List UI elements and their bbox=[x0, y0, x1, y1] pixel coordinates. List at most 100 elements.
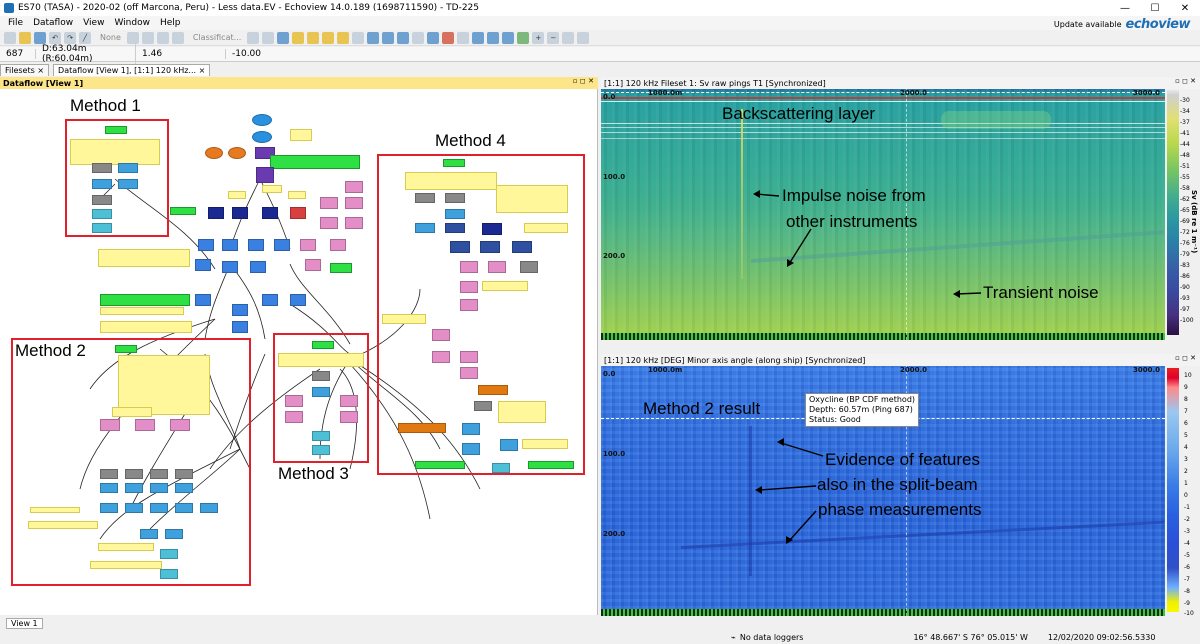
rectangle-icon[interactable] bbox=[156, 31, 169, 44]
method-2-operator[interactable] bbox=[100, 483, 118, 493]
method-4-operator[interactable] bbox=[460, 367, 478, 379]
pane-controls-icon[interactable]: ▫ ◻ ✕ bbox=[1175, 77, 1196, 85]
operator-node[interactable] bbox=[345, 217, 363, 229]
operator-node[interactable] bbox=[248, 239, 264, 251]
method-4-operator[interactable] bbox=[460, 351, 478, 363]
tool-4-icon[interactable] bbox=[352, 31, 365, 44]
zoom-reset-icon[interactable] bbox=[577, 31, 590, 44]
tool-6-icon[interactable] bbox=[382, 31, 395, 44]
zoom-in-icon[interactable]: + bbox=[532, 31, 545, 44]
method-3-operator[interactable] bbox=[340, 411, 358, 423]
method-4-operator[interactable] bbox=[462, 423, 480, 435]
operator-node[interactable] bbox=[330, 239, 346, 251]
method-2-operator[interactable] bbox=[150, 503, 168, 513]
operator-node[interactable] bbox=[195, 294, 211, 306]
operator-node[interactable] bbox=[305, 259, 321, 271]
method-4-operator[interactable] bbox=[520, 261, 538, 273]
tool-10-icon[interactable] bbox=[442, 31, 455, 44]
method-2-operator[interactable] bbox=[175, 483, 193, 493]
operator-node[interactable] bbox=[208, 207, 224, 219]
update-available[interactable]: Update available echoview bbox=[1054, 16, 1191, 32]
method-2-operator[interactable] bbox=[125, 469, 143, 479]
method-4-operator[interactable] bbox=[445, 193, 465, 203]
method-4-operator[interactable] bbox=[478, 385, 508, 395]
operator-node[interactable] bbox=[262, 207, 278, 219]
method-3-operator[interactable] bbox=[312, 371, 330, 381]
operator-node[interactable] bbox=[232, 304, 248, 316]
method-4-operator[interactable] bbox=[460, 299, 478, 311]
method-3-operator[interactable] bbox=[285, 411, 303, 423]
operator-node[interactable] bbox=[198, 239, 214, 251]
method-4-operator[interactable] bbox=[432, 329, 450, 341]
operator-node[interactable] bbox=[274, 239, 290, 251]
operator-node[interactable] bbox=[320, 217, 338, 229]
method-1-operator[interactable] bbox=[92, 179, 112, 189]
classification-select[interactable]: Classificat... bbox=[192, 33, 242, 42]
method-1-operator[interactable] bbox=[118, 163, 138, 173]
operator-node[interactable] bbox=[290, 294, 306, 306]
method-4-operator[interactable] bbox=[480, 241, 500, 253]
method-2-operator[interactable] bbox=[100, 469, 118, 479]
method-2-operator[interactable] bbox=[160, 549, 178, 559]
method-1-operator[interactable] bbox=[92, 163, 112, 173]
method-2-operator[interactable] bbox=[175, 503, 193, 513]
method-4-operator[interactable] bbox=[450, 241, 470, 253]
method-4-node[interactable] bbox=[528, 461, 574, 469]
method-1-operator[interactable] bbox=[92, 209, 112, 219]
open-folder-icon[interactable] bbox=[19, 31, 31, 44]
operator-node[interactable] bbox=[222, 239, 238, 251]
tool-12-icon[interactable] bbox=[472, 31, 485, 44]
polygon-icon[interactable] bbox=[141, 31, 154, 44]
line-icon[interactable]: ╱ bbox=[79, 31, 91, 44]
tool-1-icon[interactable] bbox=[307, 31, 320, 44]
method-2-operator[interactable] bbox=[125, 503, 143, 513]
method-1-operator[interactable] bbox=[118, 179, 138, 189]
new-file-icon[interactable] bbox=[4, 31, 16, 44]
operator-node[interactable] bbox=[222, 261, 238, 273]
method-4-operator[interactable] bbox=[482, 223, 502, 235]
redo-icon[interactable]: ↷ bbox=[64, 31, 76, 44]
method-2-operator[interactable] bbox=[125, 483, 143, 493]
method-3-operator[interactable] bbox=[340, 395, 358, 407]
method-4-operator[interactable] bbox=[460, 281, 478, 293]
method-2-node[interactable] bbox=[115, 345, 137, 353]
method-3-operator[interactable] bbox=[312, 445, 330, 455]
method-2-operator[interactable] bbox=[150, 483, 168, 493]
operator-node[interactable] bbox=[250, 261, 266, 273]
brush-icon[interactable] bbox=[171, 31, 184, 44]
tool-3-icon[interactable] bbox=[337, 31, 350, 44]
pen-icon[interactable] bbox=[126, 31, 139, 44]
maximize-icon[interactable]: ☐ bbox=[1150, 2, 1160, 14]
tool-8-icon[interactable] bbox=[412, 31, 425, 44]
method-4-operator[interactable] bbox=[500, 439, 518, 451]
select-icon[interactable] bbox=[247, 31, 260, 44]
method-1-node[interactable] bbox=[105, 126, 127, 134]
grid-icon[interactable] bbox=[277, 31, 290, 44]
method-3-node[interactable] bbox=[312, 341, 334, 349]
tool-13-icon[interactable] bbox=[487, 31, 500, 44]
method-2-operator[interactable] bbox=[175, 469, 193, 479]
tool-5-icon[interactable] bbox=[367, 31, 380, 44]
zoom-out-icon[interactable]: − bbox=[547, 31, 560, 44]
method-4-node[interactable] bbox=[415, 461, 465, 469]
tool-7-icon[interactable] bbox=[397, 31, 410, 44]
method-4-operator[interactable] bbox=[488, 261, 506, 273]
method-4-operator[interactable] bbox=[460, 261, 478, 273]
method-2-operator[interactable] bbox=[165, 529, 183, 539]
method-4-operator[interactable] bbox=[445, 209, 465, 219]
operator-node[interactable] bbox=[290, 207, 306, 219]
method-2-operator[interactable] bbox=[200, 503, 218, 513]
operator-node[interactable] bbox=[195, 259, 211, 271]
data-source-node[interactable] bbox=[252, 114, 272, 126]
tool-9-icon[interactable] bbox=[427, 31, 440, 44]
menu-window[interactable]: Window bbox=[114, 18, 150, 28]
pane-controls-icon[interactable]: ▫ ◻ ✕ bbox=[1175, 354, 1196, 362]
data-source-node[interactable] bbox=[228, 147, 246, 159]
operator-node[interactable] bbox=[345, 181, 363, 193]
echogram-sv[interactable] bbox=[601, 89, 1165, 340]
save-icon[interactable] bbox=[34, 31, 46, 44]
variable-node[interactable] bbox=[256, 167, 274, 183]
pointer-icon[interactable] bbox=[292, 31, 305, 44]
tool-2-icon[interactable] bbox=[322, 31, 335, 44]
method-3-operator[interactable] bbox=[312, 431, 330, 441]
